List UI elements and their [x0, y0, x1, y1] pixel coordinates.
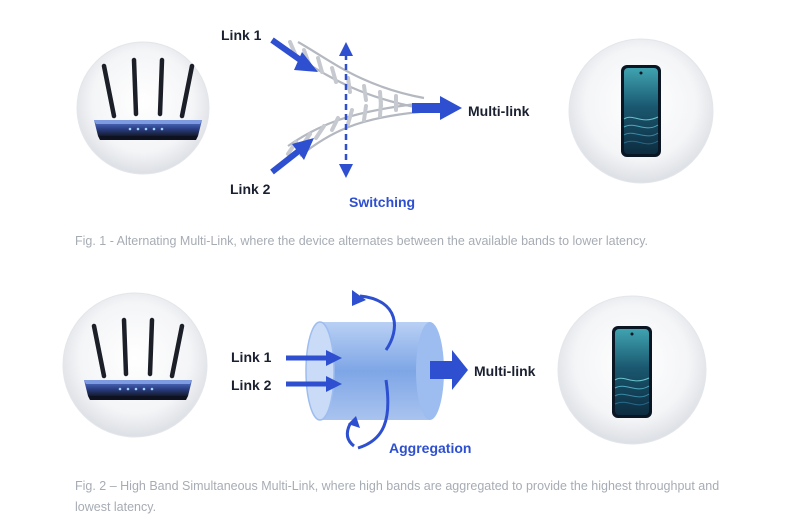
multilink-label-2: Multi-link — [474, 363, 536, 379]
smartphone-icon — [620, 64, 662, 158]
rotation-arrow-head-top — [352, 290, 366, 306]
link1-arrow-2 — [286, 350, 342, 366]
figure-1: Link 1 Link 2 Multi-link Switching — [76, 27, 714, 210]
switching-arrow — [339, 42, 353, 178]
aggregation-label: Aggregation — [389, 440, 471, 456]
router-node-1 — [76, 41, 210, 175]
link2-arrow-2 — [286, 376, 342, 392]
link1-arrow — [270, 37, 318, 72]
railway-tracks — [286, 40, 425, 157]
multilink-arrow-2 — [430, 350, 468, 390]
aggregation-cylinder — [305, 321, 444, 421]
figure-2: Link 1 Link 2 Multi-link Aggregation — [62, 290, 707, 456]
link1-label-2: Link 1 — [231, 349, 272, 365]
multilink-arrow-1 — [412, 96, 462, 120]
figure-1-caption: Fig. 1 - Alternating Multi-Link, where t… — [75, 234, 649, 248]
link2-label-2: Link 2 — [231, 377, 272, 393]
link2-label: Link 2 — [230, 181, 271, 197]
router-node-2 — [62, 292, 208, 438]
link1-label: Link 1 — [221, 27, 262, 43]
multilink-label-1: Multi-link — [468, 103, 530, 119]
switching-label: Switching — [349, 194, 415, 210]
phone-node-1 — [568, 38, 714, 184]
phone-node-2 — [557, 295, 707, 445]
figure-2-caption: Fig. 2 – High Band Simultaneous Multi-Li… — [75, 479, 720, 514]
rotation-arrow-head-bottom — [348, 416, 360, 428]
link2-arrow — [270, 138, 314, 175]
rotation-arrow — [345, 294, 396, 450]
smartphone-icon — [611, 325, 653, 419]
